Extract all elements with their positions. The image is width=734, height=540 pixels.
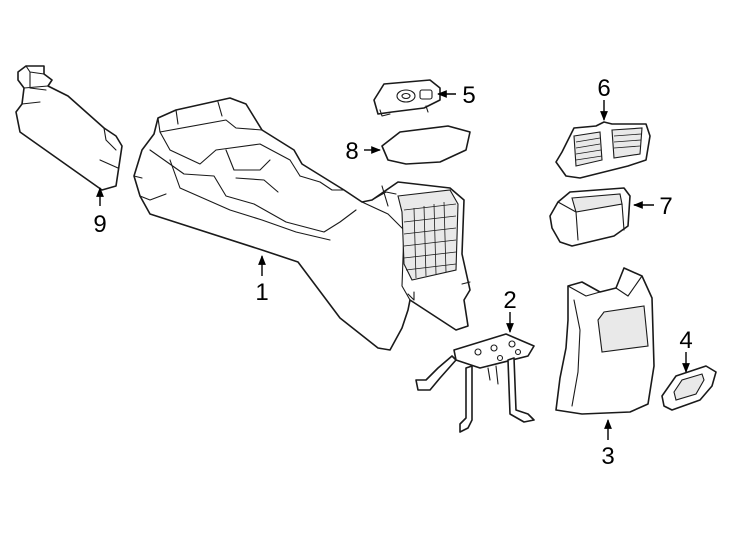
callout-3: 3 <box>601 443 614 470</box>
callout-2: 2 <box>503 287 516 314</box>
callout-4: 4 <box>679 327 692 354</box>
callout-5: 5 <box>462 82 475 109</box>
part-6-rear-vent <box>555 121 651 179</box>
part-9-side-panel <box>15 65 123 191</box>
part-4-switch-bezel <box>661 365 717 411</box>
part-7-rear-pocket <box>549 187 631 247</box>
callout-8: 8 <box>345 138 358 165</box>
part-1-console-body <box>133 97 471 351</box>
callout-6: 6 <box>597 75 610 102</box>
callout-9: 9 <box>93 211 106 238</box>
part-8-tray-mat <box>381 125 471 165</box>
part-5-switch-bezel <box>373 79 441 117</box>
part-2-bracket <box>415 333 535 433</box>
part-3-rear-cover <box>555 267 655 415</box>
callout-1: 1 <box>255 279 268 306</box>
callout-7: 7 <box>659 193 672 220</box>
